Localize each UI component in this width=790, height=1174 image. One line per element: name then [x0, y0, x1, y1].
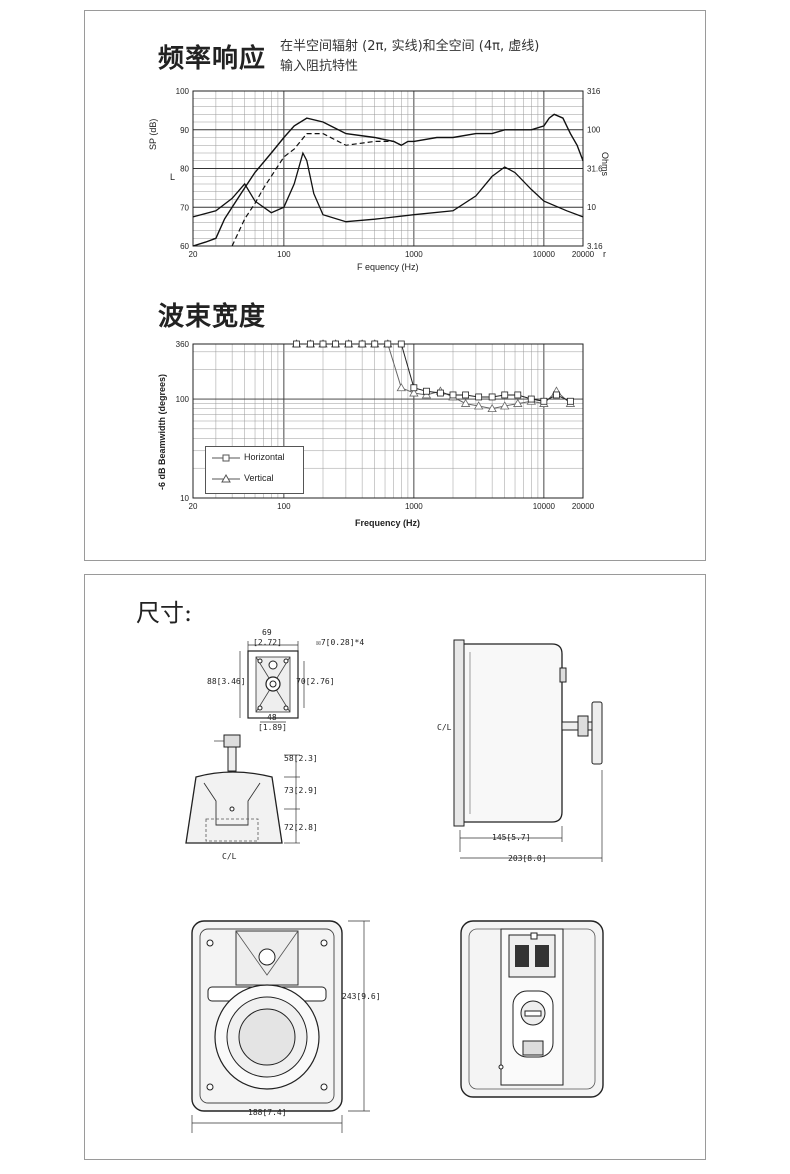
- horizontal-point: [410, 384, 418, 392]
- bracket-inner-height: 70[2.76]: [296, 677, 335, 686]
- x-tick-label: 1000: [405, 502, 423, 511]
- freq-title: 频率响应: [158, 44, 267, 74]
- legend-horizontal: Horizontal: [244, 452, 285, 462]
- y-tick-label: 70: [180, 203, 189, 212]
- legend-vertical-marker: [212, 473, 240, 483]
- y2-tick-label: 100: [587, 126, 601, 135]
- horizontal-point: [384, 340, 392, 348]
- beam-title: 波束宽度: [158, 302, 267, 332]
- horizontal-point: [514, 391, 522, 399]
- freq-x-label: F equency (Hz): [357, 262, 419, 272]
- y-tick-label: 360: [176, 340, 190, 349]
- horizontal-point: [319, 340, 327, 348]
- vertical-point: [487, 403, 497, 413]
- vertical-point: [460, 398, 471, 407]
- side-view-drawing: [453, 639, 603, 862]
- x-tick-label: 20: [189, 250, 198, 259]
- dims-title: 尺寸:: [136, 599, 193, 627]
- front-height: 243[9.6]: [342, 992, 381, 1001]
- horizontal-point: [358, 340, 366, 348]
- freq-subtitle-2: 输入阻抗特性: [280, 59, 359, 74]
- horizontal-point: [553, 391, 560, 399]
- y-tick-label: 100: [176, 87, 190, 96]
- beamwidth-chart: 10 100 360 20 100 1000 10000 20000: [176, 339, 595, 511]
- charts-panel: [84, 10, 706, 561]
- horizontal-point: [332, 340, 339, 348]
- x-tick-label: 100: [277, 250, 291, 259]
- horizontal-point: [437, 389, 444, 397]
- bracket-width-in: [2.72]: [253, 638, 282, 647]
- beam-x-label: Frequency (Hz): [355, 518, 421, 528]
- top-dim-2: 73[2.9]: [284, 786, 318, 795]
- top-dim-1: 58[2.3]: [284, 754, 318, 763]
- y2-tick-label: 31.6: [587, 165, 603, 174]
- x-tick-label: 20000: [572, 250, 595, 259]
- front-view-drawing: [191, 920, 370, 1133]
- x-tick-label: 100: [277, 502, 291, 511]
- bracket-width: 69: [262, 628, 272, 637]
- spl-4pi-line: [231, 133, 402, 247]
- spl-2pi-line: [192, 113, 584, 247]
- freq-left-label-2: L: [170, 172, 176, 182]
- x-tick-label: 1000: [405, 250, 423, 259]
- top-view-drawing: [185, 734, 300, 844]
- top-cl: C/L: [222, 852, 237, 861]
- bracket-hole-spacing-in: [1.89]: [258, 723, 287, 732]
- vertical-point: [473, 401, 484, 410]
- x-tick-label: 20: [189, 502, 198, 511]
- side-cl: C/L: [437, 723, 452, 732]
- vertical-point: [396, 382, 406, 392]
- y2-tick-label: 3.16: [587, 242, 603, 251]
- side-depth: 145[5.7]: [492, 833, 531, 842]
- beam-legend: Horizontal Vertical: [205, 446, 304, 494]
- x-tick-label: 10000: [533, 502, 556, 511]
- y-tick-label: 60: [180, 242, 189, 251]
- horizontal-point: [345, 340, 353, 348]
- bracket-hole-note: ☒7[0.28]*4: [316, 638, 365, 647]
- vertical-point: [409, 388, 419, 397]
- x-tick-label: 10000: [533, 250, 556, 259]
- horizontal-point: [293, 340, 300, 348]
- horizontal-point: [462, 391, 469, 399]
- vertical-point: [513, 398, 523, 407]
- frequency-response-chart: 60 70 80 90 100 3.16 10 31.6 100 316 20 100 1000 1000…: [176, 87, 603, 259]
- top-dim-3: 72[2.8]: [284, 823, 318, 832]
- y-tick-label: 10: [180, 494, 189, 503]
- legend-horizontal-marker: [212, 454, 240, 462]
- horizontal-series-line: [296, 343, 571, 402]
- horizontal-point: [540, 397, 548, 405]
- horizontal-point: [488, 393, 496, 401]
- horizontal-point: [307, 340, 314, 348]
- impedance-line: [192, 151, 584, 223]
- y2-tick-label: 10: [587, 203, 596, 212]
- y-tick-label: 100: [176, 395, 190, 404]
- horizontal-point: [475, 393, 483, 401]
- plot-frame: [192, 90, 584, 247]
- front-width: 188[7.4]: [248, 1108, 287, 1117]
- bracket-hole-spacing: 48: [267, 713, 277, 722]
- side-total-depth: 203[8.0]: [508, 854, 547, 863]
- horizontal-point: [527, 395, 535, 403]
- y-tick-label: 80: [180, 165, 189, 174]
- freq-subtitle-1: 在半空间辐射 (2π, 实线)和全空间 (4π, 虚线): [280, 39, 540, 54]
- horizontal-point: [501, 391, 509, 399]
- horizontal-point: [449, 391, 457, 399]
- horizontal-point: [371, 340, 379, 348]
- y2-tick-label: 316: [587, 87, 601, 96]
- horizontal-point: [423, 387, 430, 395]
- bracket-height: 88[3.46]: [207, 677, 246, 686]
- back-view-drawing: [460, 920, 604, 1098]
- mounting-bracket-drawing: [239, 641, 305, 723]
- horizontal-point: [397, 340, 405, 348]
- y-tick-label: 90: [180, 126, 189, 135]
- x-tick-label: 20000: [572, 502, 595, 511]
- legend-vertical: Vertical: [244, 473, 274, 483]
- horizontal-point: [567, 397, 574, 405]
- vertical-point: [500, 401, 510, 410]
- freq-x-suffix: r: [603, 249, 606, 259]
